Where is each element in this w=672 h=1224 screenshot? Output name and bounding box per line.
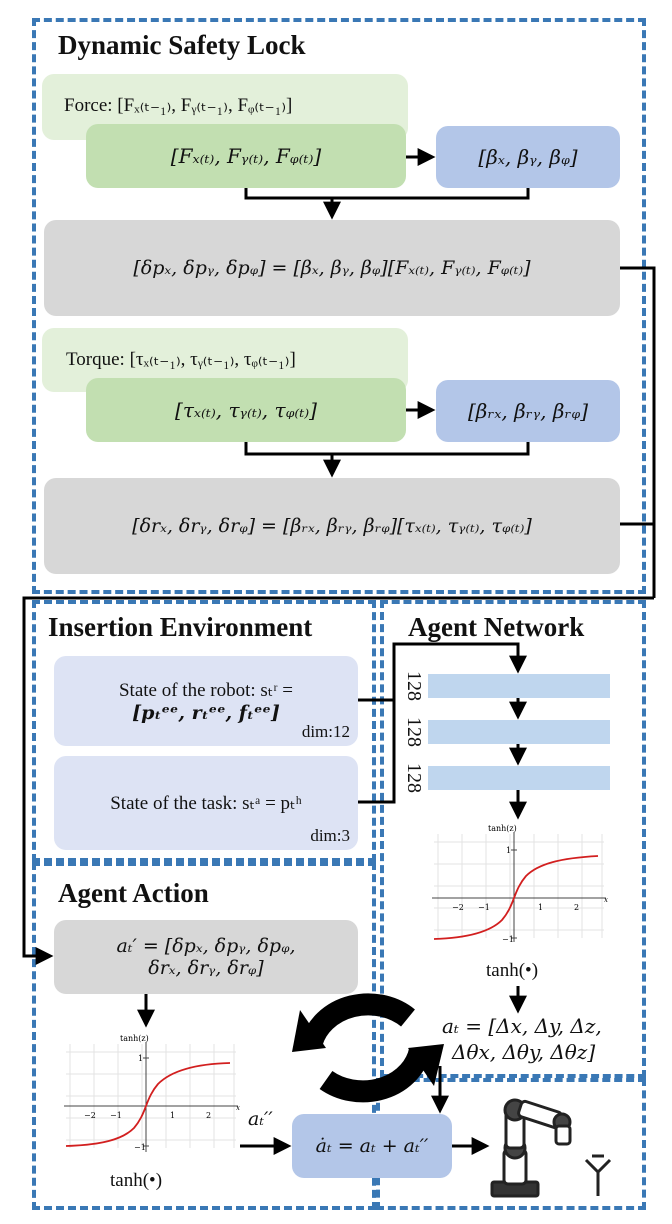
network-region — [380, 600, 646, 1078]
cycle-icon — [292, 993, 444, 1103]
plot1-xtick-3: 1 — [538, 903, 543, 912]
plot2-xlabel: x — [236, 1104, 240, 1112]
plot2-xtick-3: 1 — [170, 1111, 175, 1120]
bus-force-eq — [620, 266, 656, 598]
network-layer-1 — [428, 674, 610, 698]
safety-lock-title: Dynamic Safety Lock — [58, 30, 306, 60]
robot-state-line1: State of the robot: sₜʳ = — [118, 679, 293, 701]
beta-text: [βₓ, βᵧ, βᵩ] — [478, 145, 578, 169]
network-layer-2 — [428, 720, 610, 744]
beta-r-text: [βᵣₓ, βᵣᵧ, βᵣᵩ] — [468, 399, 588, 423]
plot1-xtick-4: 2 — [574, 903, 579, 912]
beta-r-box: [βᵣₓ, βᵣᵧ, βᵣᵩ] — [436, 380, 620, 442]
robot-dim: dim:12 — [301, 722, 350, 741]
force-current-text: [Fₓ₍ₜ₎, Fᵧ₍ₜ₎, Fᵩ₍ₜ₎] — [170, 144, 322, 168]
force-equation-box: [δpₓ, δpᵧ, δpᵩ] = [βₓ, βᵧ, βᵩ][Fₓ₍ₜ₎, Fᵧ… — [44, 220, 620, 316]
action-prime-line1: aₜ′ = [δpₓ, δpᵧ, δpᵩ, — [116, 935, 296, 957]
force-current-box: [Fₓ₍ₜ₎, Fᵧ₍ₜ₎, Fᵩ₍ₜ₎] — [86, 124, 406, 188]
action-prime-box: aₜ′ = [δpₓ, δpᵧ, δpᵩ, δrₓ, δrᵧ, δrᵩ] — [54, 920, 358, 994]
line-task-state-to-network — [358, 700, 396, 804]
plot2-ytick-1: 1 — [138, 1054, 143, 1063]
network-tanh-label: tanh(•) — [486, 960, 539, 981]
task-state-text: State of the task: sₜᵃ = pₜʰ — [110, 792, 302, 814]
beta-box: [βₓ, βᵧ, βᵩ] — [436, 126, 620, 188]
tanh-plot-action: tanh(z) x −2 −1 1 2 1 −1 — [60, 1030, 244, 1160]
arrow-robot-state-to-network — [358, 642, 527, 702]
robot-state-box: State of the robot: sₜʳ = [pₜᵉᵉ, rₜᵉᵉ, f… — [54, 656, 358, 746]
plot1-xtick-1: −2 — [452, 903, 464, 912]
plot2-ytick-2: −1 — [134, 1143, 146, 1152]
bus-to-agent-action — [22, 596, 654, 965]
task-state-box: State of the task: sₜᵃ = pₜʰ dim:3 — [54, 756, 358, 850]
safety-lock-region — [32, 18, 646, 594]
torque-equation-text: [δrₓ, δrᵧ, δrᵩ] = [βᵣₓ, βᵣᵧ, βᵣᵩ][τₓ₍ₜ₎,… — [132, 515, 532, 537]
force-equation-text: [δpₓ, δpᵧ, δpᵩ] = [βₓ, βᵧ, βᵩ][Fₓ₍ₜ₎, Fᵧ… — [133, 257, 531, 279]
plot1-xtick-2: −1 — [478, 903, 490, 912]
network-action-line1: aₜ = [Δx, Δy, Δz, — [442, 1014, 602, 1038]
robot-state-line2: [pₜᵉᵉ, rₜᵉᵉ, fₜᵉᵉ] — [132, 701, 280, 724]
action-prime-line2: δrₓ, δrᵧ, δrᵩ] — [148, 957, 264, 979]
network-layer-3 — [428, 766, 610, 790]
tanh-plot-network: tanh(z) x −2 −1 1 2 1 −1 — [428, 820, 612, 950]
torque-equation-box: [δrₓ, δrᵧ, δrᵩ] = [βᵣₓ, βᵣᵧ, βᵣᵩ][τₓ₍ₜ₎,… — [44, 478, 620, 574]
environment-title: Insertion Environment — [48, 612, 313, 642]
robot-arm-icon — [490, 1098, 612, 1198]
torque-current-box: [τₓ₍ₜ₎, τᵧ₍ₜ₎, τᵩ₍ₜ₎] — [86, 378, 406, 442]
join-torque-beta-r — [244, 442, 530, 456]
action-tanh-label: tanh(•) — [110, 1170, 163, 1191]
join-force-beta — [244, 188, 530, 200]
plot2-xtick-4: 2 — [206, 1111, 211, 1120]
force-previous-text: Force: [Fₓ₍ₜ₋₁₎, Fᵧ₍ₜ₋₁₎, Fᵩ₍ₜ₋₁₎] — [64, 95, 293, 116]
final-action-text: ȧₜ = aₜ + aₜ′′ — [315, 1135, 429, 1157]
network-title: Agent Network — [408, 612, 585, 642]
torque-current-text: [τₓ₍ₜ₎, τᵧ₍ₜ₎, τᵩ₍ₜ₎] — [175, 398, 317, 422]
action-dprime-label: aₜ′′ — [248, 1108, 273, 1130]
environment-region — [32, 600, 376, 862]
plot1-ylabel: tanh(z) — [488, 824, 517, 833]
action-title: Agent Action — [58, 878, 209, 908]
plot1-ytick-2: −1 — [502, 935, 514, 944]
network-action-line2: Δθx, Δθy, Δθz] — [452, 1040, 596, 1064]
plot2-xtick-2: −1 — [110, 1111, 122, 1120]
plot1-ytick-1: 1 — [506, 846, 511, 855]
plot2-xtick-1: −2 — [84, 1111, 96, 1120]
plot2-ylabel: tanh(z) — [120, 1034, 149, 1043]
task-dim: dim:3 — [310, 826, 350, 845]
action-region — [32, 862, 376, 1210]
final-action-box: ȧₜ = aₜ + aₜ′′ — [292, 1114, 452, 1178]
torque-previous-text: Torque: [τₓ₍ₜ₋₁₎, τᵧ₍ₜ₋₁₎, τᵩ₍ₜ₋₁₎] — [66, 349, 296, 370]
plot1-xlabel: x — [604, 896, 608, 904]
